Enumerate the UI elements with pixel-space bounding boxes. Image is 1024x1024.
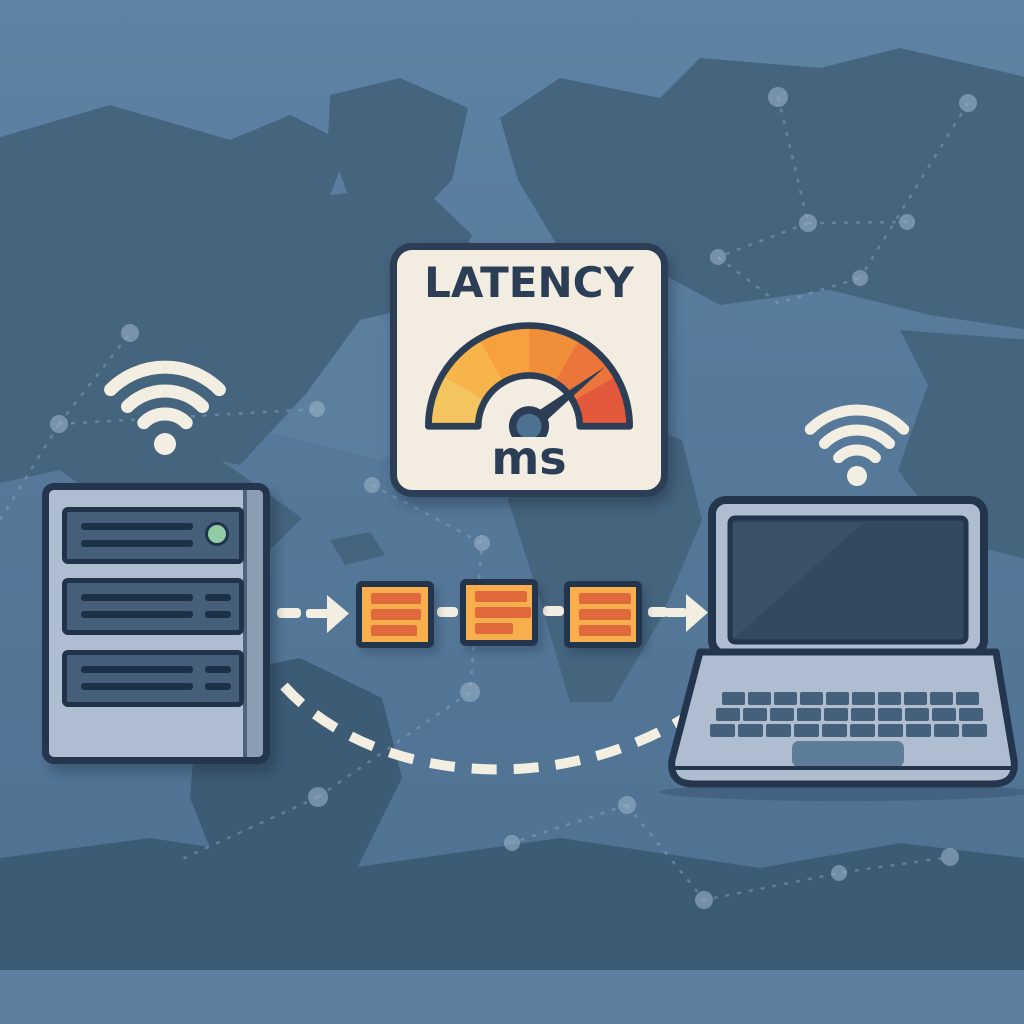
latency-route-curve [280,682,700,775]
constellation-nodes [50,87,977,909]
wifi-icon-right [804,404,910,486]
trackpad [792,741,904,767]
arrow-right-icon [327,595,349,633]
wifi-icon-left [104,360,226,455]
data-packet [356,581,434,648]
speedometer-gauge-icon [425,322,633,438]
data-packet [564,581,642,648]
arrow-right-icon [686,594,708,632]
server-unit-3 [62,650,244,707]
server-rack [42,483,270,764]
card-unit-label: ms [491,431,567,486]
bottom-strip [0,970,1024,1024]
status-led [205,522,229,546]
server-unit-2 [62,578,244,635]
latency-gauge-card: LATENCY ms [390,243,668,497]
laptop-computer [660,496,1024,801]
card-title: LATENCY [424,258,634,307]
keyboard-keys [710,692,987,737]
server-unit-1 [62,507,244,564]
constellation-network [0,96,970,902]
server-side-panel [243,490,263,757]
data-packet [460,579,538,646]
